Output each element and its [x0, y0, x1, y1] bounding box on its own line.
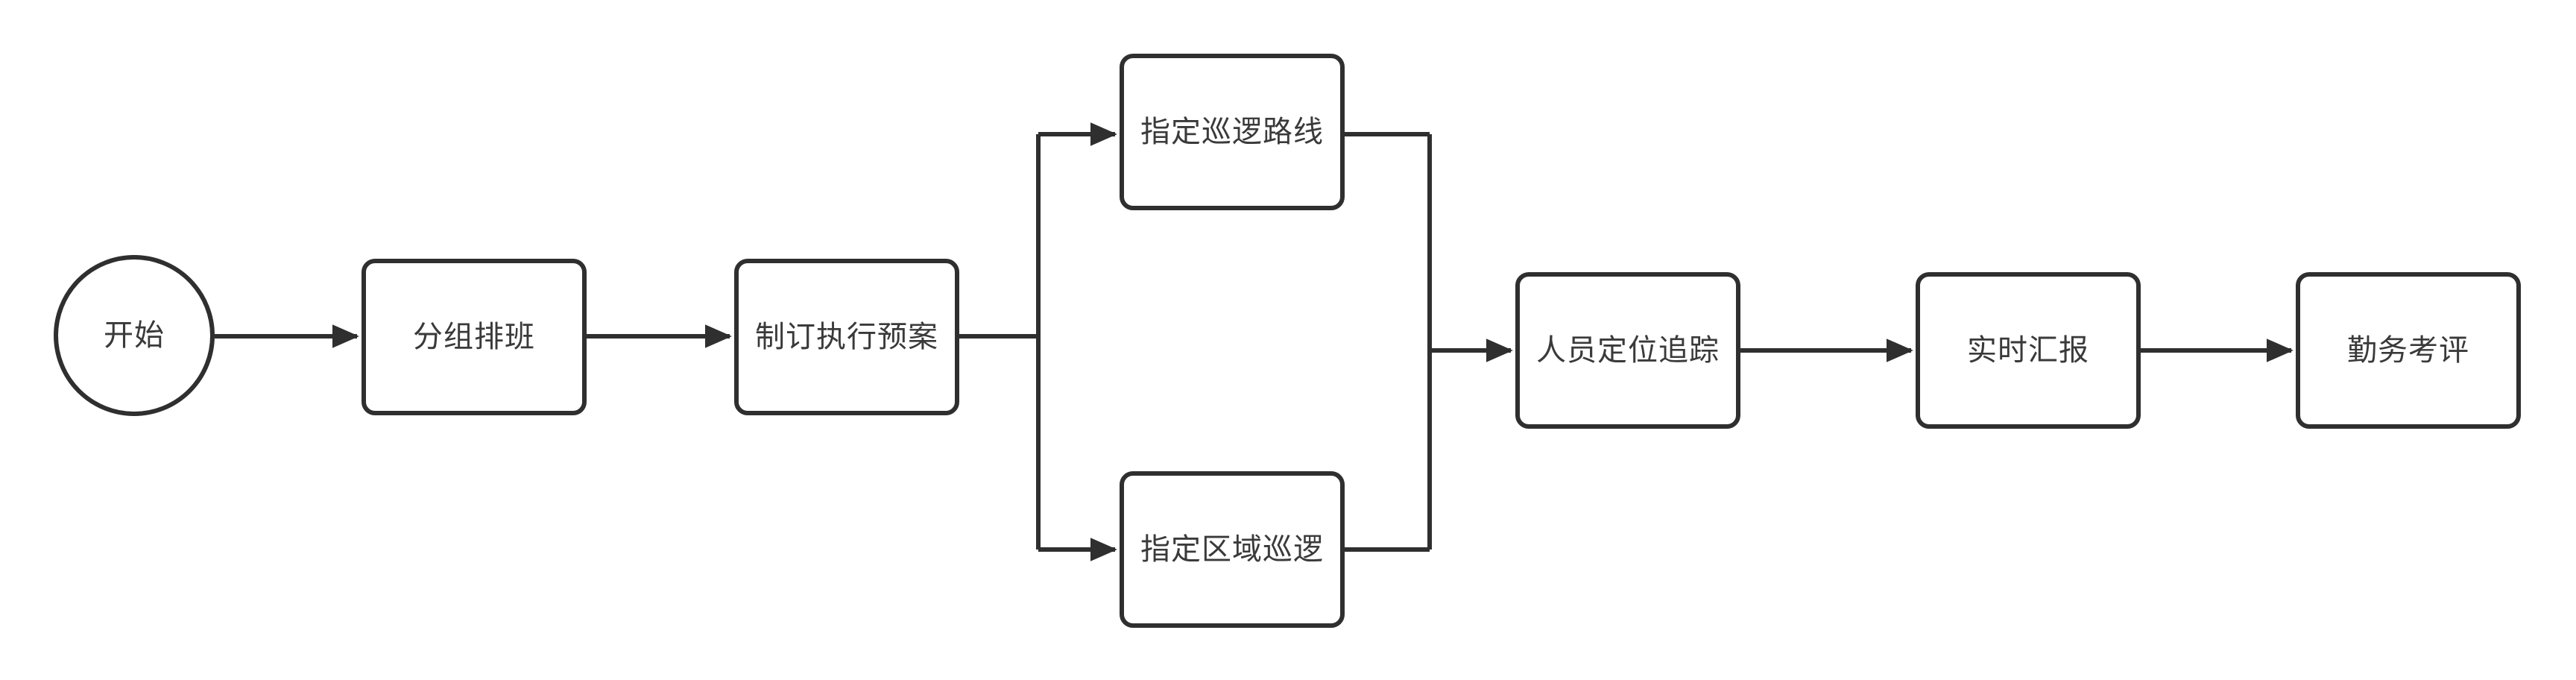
node-patrol-area-label: 指定区域巡逻	[1140, 533, 1324, 566]
node-make-plan-label: 制订执行预案	[755, 321, 938, 353]
node-realtime-report[interactable]: 实时汇报	[1916, 272, 2141, 429]
node-group-shift[interactable]: 分组排班	[362, 259, 587, 415]
node-personnel-tracking[interactable]: 人员定位追踪	[1515, 272, 1740, 429]
node-duty-evaluation-label: 勤务考评	[2347, 334, 2469, 367]
node-patrol-route[interactable]: 指定巡逻路线	[1120, 54, 1345, 210]
node-start-label: 开始	[104, 319, 165, 352]
node-start[interactable]: 开始	[54, 255, 215, 416]
node-realtime-report-label: 实时汇报	[1967, 334, 2089, 367]
node-patrol-area[interactable]: 指定区域巡逻	[1120, 471, 1345, 628]
node-make-plan[interactable]: 制订执行预案	[734, 259, 959, 415]
node-group-shift-label: 分组排班	[413, 321, 535, 353]
node-patrol-route-label: 指定巡逻路线	[1140, 116, 1324, 148]
node-personnel-tracking-label: 人员定位追踪	[1536, 334, 1720, 367]
node-duty-evaluation[interactable]: 勤务考评	[2296, 272, 2521, 429]
